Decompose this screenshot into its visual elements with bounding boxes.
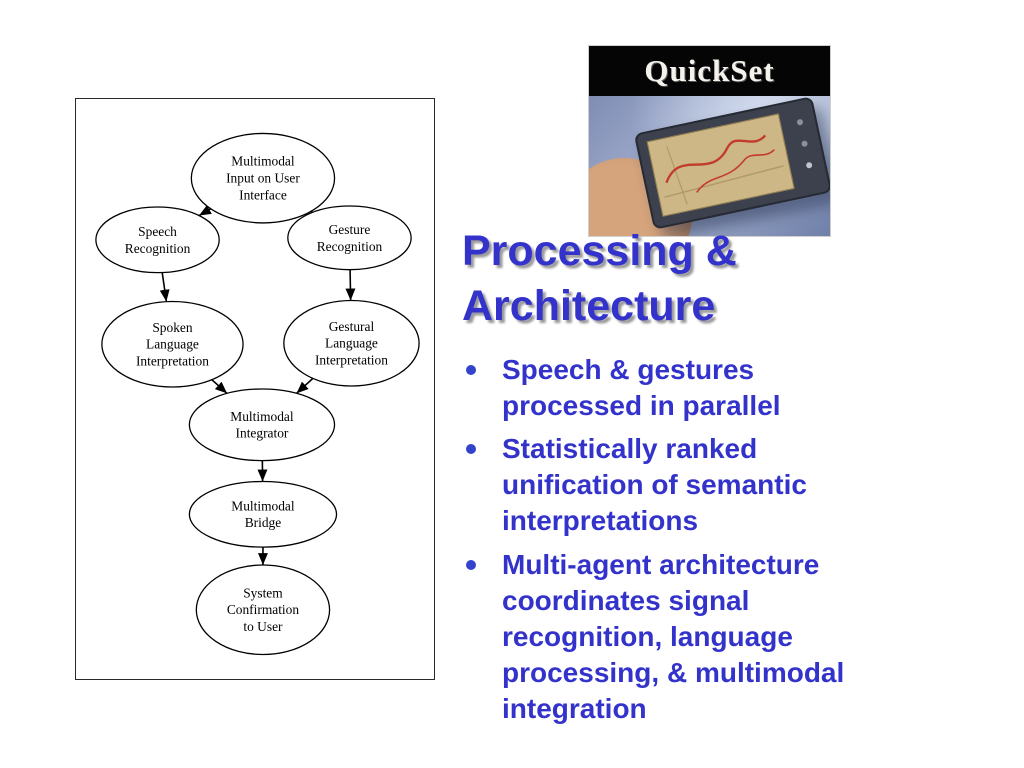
map-drawing [664, 134, 784, 205]
flowchart-node-gesture [287, 205, 412, 271]
flowchart-node-gestural [283, 299, 420, 387]
bullet-item: Multi-agent architecture coordinates sig… [462, 547, 912, 728]
device-led [805, 161, 813, 169]
quickset-image: QuickSet [588, 45, 831, 237]
bullet-text: Speech & gestures processed in parallel [502, 354, 781, 422]
flowchart-node-speech [95, 206, 220, 274]
bullet-dot-icon [466, 559, 476, 570]
flowchart-arrow-input-speech [198, 205, 212, 217]
device-button [796, 118, 804, 126]
bullet-text: Multi-agent architecture coordinates sig… [502, 548, 845, 724]
quickset-banner-label: QuickSet [644, 53, 775, 88]
device-button [800, 140, 809, 148]
bullet-item: Speech & gestures processed in parallel [462, 352, 912, 424]
flowchart-node-input [190, 132, 336, 224]
flowchart-node-confirmation [195, 564, 331, 656]
quickset-banner: QuickSet [589, 46, 830, 96]
bullet-list: Speech & gestures processed in parallel … [462, 352, 912, 734]
bullet-text: Statistically ranked unification of sema… [502, 433, 807, 537]
flowchart-node-bridge [188, 480, 338, 548]
bullet-dot-icon [466, 444, 476, 455]
pda-map-screen [646, 113, 795, 217]
quickset-photo [589, 96, 830, 236]
flowchart-arrow-gestural-integrator [295, 377, 314, 394]
flowchart-arrow-gesture-gestural [345, 269, 356, 301]
pda-device [633, 96, 830, 230]
bullet-dot-icon [466, 365, 476, 375]
flowchart-node-integrator [188, 388, 336, 462]
page-title: Processing & Architecture [462, 227, 737, 331]
flowchart-node-spoken [101, 300, 244, 388]
flowchart-arrow-spoken-integrator [211, 379, 228, 394]
bullet-item: Statistically ranked unification of sema… [462, 431, 912, 539]
flowchart-arrow-speech-spoken [159, 272, 170, 302]
